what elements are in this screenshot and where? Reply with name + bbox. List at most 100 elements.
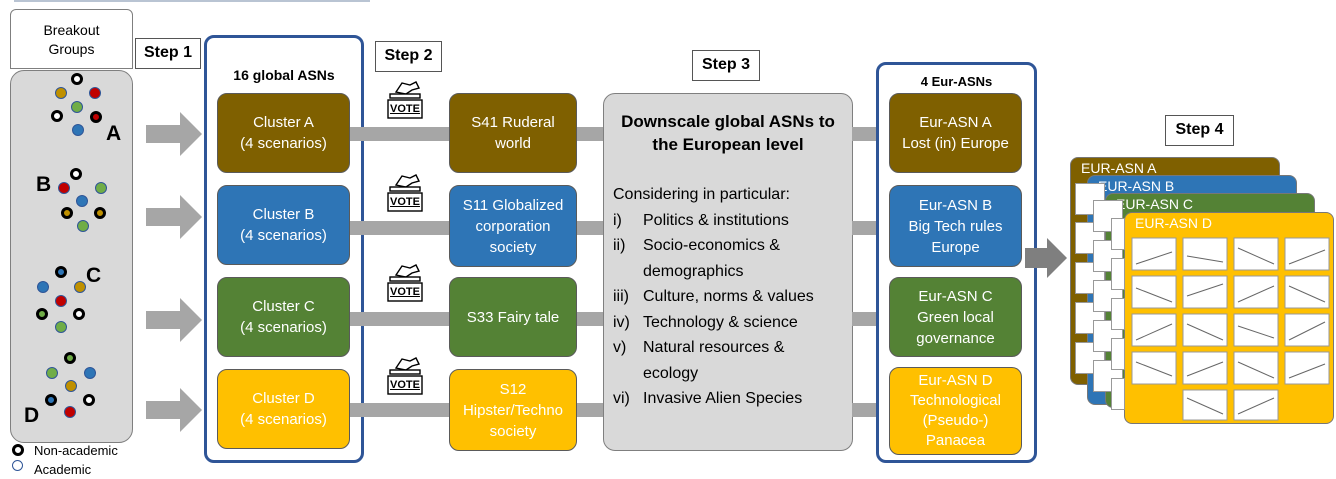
non-academic-dot <box>94 207 106 219</box>
vote-label: VOTE <box>390 286 420 298</box>
card-title: EUR-ASN A <box>1081 160 1157 176</box>
criteria-item: ii)Socio-economics & <box>613 233 853 259</box>
scenario-line: society <box>489 422 537 440</box>
cluster-detail: (4 scenarios) <box>240 135 327 152</box>
academic-dot <box>37 281 49 293</box>
connector-bar <box>350 403 450 417</box>
cluster-detail: (4 scenarios) <box>240 227 327 244</box>
eur-asn-line: Technological <box>910 392 1001 409</box>
non-academic-dot <box>64 352 76 364</box>
ballot-box-icon: VOTE <box>386 80 424 125</box>
non-academic-dot <box>71 73 83 85</box>
selected-scenario-c: S33 Fairy tale <box>449 277 577 357</box>
selected-scenario-b: S11 Globalized corporation society <box>449 185 577 267</box>
connector-bar <box>350 221 450 235</box>
group-letter: B <box>36 173 52 196</box>
academic-dot <box>76 195 88 207</box>
card-title: EUR-ASN C <box>1116 196 1194 212</box>
cluster-a: Cluster A (4 scenarios) <box>217 93 350 173</box>
thumbnail-chart <box>1111 298 1125 330</box>
criteria-num: vi) <box>613 390 630 407</box>
thumbnail-chart <box>1111 218 1125 250</box>
arrow-right-icon <box>1025 238 1067 278</box>
scenario-line: world <box>495 135 531 152</box>
connector-bar <box>576 221 606 235</box>
cluster-b: Cluster B (4 scenarios) <box>217 185 350 265</box>
cluster-c: Cluster C (4 scenarios) <box>217 277 350 357</box>
card-title: EUR-ASN B <box>1098 178 1175 194</box>
eur-asn-line: governance <box>916 329 995 347</box>
selected-scenario-d: S12 Hipster/Techno society <box>449 369 577 451</box>
criteria-item: iv) Technology & science <box>613 310 853 336</box>
academic-dot <box>55 321 67 333</box>
criteria-text: Culture, norms & values <box>643 288 814 305</box>
criteria-item: iii)Culture, norms & values <box>613 284 853 310</box>
criteria-text-cont: ecology <box>643 364 699 382</box>
downscale-title: Downscale global ASNs to the European le… <box>603 110 853 156</box>
criteria-item: i) Politics & institutions <box>613 208 853 234</box>
ballot-box-icon: VOTE <box>386 173 424 218</box>
eur-asn-line: Eur-ASN D <box>918 372 993 389</box>
academic-dot <box>84 367 96 379</box>
breakout-groups-header: Breakout Groups <box>10 9 133 69</box>
downscale-title-line: the European level <box>652 135 804 154</box>
criteria-num: i) <box>613 211 622 229</box>
eur-asn-line: Europe <box>931 238 980 256</box>
criteria-text: Technology & science <box>643 313 798 331</box>
cluster-name: Cluster A <box>253 114 314 131</box>
criteria-text: Natural resources & <box>643 339 785 356</box>
card-title: EUR-ASN D <box>1135 215 1213 231</box>
arrow-right-icon <box>146 388 202 432</box>
cluster-name: Cluster D <box>252 390 315 407</box>
academic-dot <box>46 367 58 379</box>
non-academic-dot <box>36 308 48 320</box>
scenario-line: S11 Globalized <box>462 196 564 214</box>
connector-bar <box>576 312 606 326</box>
legend-non-academic-icon <box>12 444 24 456</box>
eur-asn-a: Eur-ASN A Lost (in) Europe <box>889 93 1022 173</box>
academic-dot <box>77 220 89 232</box>
group-letter: A <box>106 122 122 145</box>
scenario-line: society <box>489 238 537 256</box>
thumbnail-chart <box>1111 258 1125 290</box>
academic-dot <box>65 380 77 392</box>
academic-dot <box>95 182 107 194</box>
academic-dot <box>74 281 86 293</box>
non-academic-dot <box>70 168 82 180</box>
non-academic-dot <box>83 394 95 406</box>
vote-label: VOTE <box>390 103 420 115</box>
connector-bar <box>576 403 606 417</box>
criteria-intro: Considering in particular: <box>613 186 790 203</box>
eur-asn-b: Eur-ASN B Big Tech rules Europe <box>889 185 1022 267</box>
eur-asn-line: Lost (in) Europe <box>902 135 1009 152</box>
non-academic-dot <box>45 394 57 406</box>
step-2-label: Step 2 <box>375 41 442 72</box>
arrow-right-icon <box>146 195 202 239</box>
step-4-label: Step 4 <box>1165 115 1234 146</box>
scenario-line: Hipster/Techno <box>462 401 564 419</box>
downscale-criteria: Considering in particular: i) Politics & … <box>613 182 853 412</box>
academic-dot <box>72 124 84 136</box>
criteria-num: v) <box>613 339 627 356</box>
thumbnail-chart <box>1111 378 1125 410</box>
breakout-groups-title: Breakout Groups <box>43 22 100 57</box>
criteria-text: Politics & institutions <box>643 211 789 229</box>
group-letter: C <box>86 264 102 287</box>
connector-bar <box>350 127 450 141</box>
eur-asn-d: Eur-ASN D Technological (Pseudo-) Panace… <box>889 367 1022 455</box>
eur-asn-line: Eur-ASN B <box>918 196 993 214</box>
scenario-line: corporation <box>475 217 551 235</box>
eur-asn-line: Eur-ASN C <box>918 287 993 305</box>
non-academic-dot <box>61 207 73 219</box>
global-asns-title: 16 global ASNs <box>233 67 335 83</box>
top-divider <box>14 0 370 2</box>
eur-asn-line: Panacea <box>925 432 986 449</box>
criteria-num: iv) <box>613 313 630 331</box>
cluster-detail: (4 scenarios) <box>240 319 327 336</box>
ballot-box-icon: VOTE <box>386 263 424 308</box>
vote-label: VOTE <box>390 379 420 391</box>
eur-asn-line: Green local <box>917 308 994 326</box>
eur-asn-line: Eur-ASN A <box>919 114 992 131</box>
arrow-right-icon <box>146 298 202 342</box>
cluster-d: Cluster D (4 scenarios) <box>217 369 350 449</box>
